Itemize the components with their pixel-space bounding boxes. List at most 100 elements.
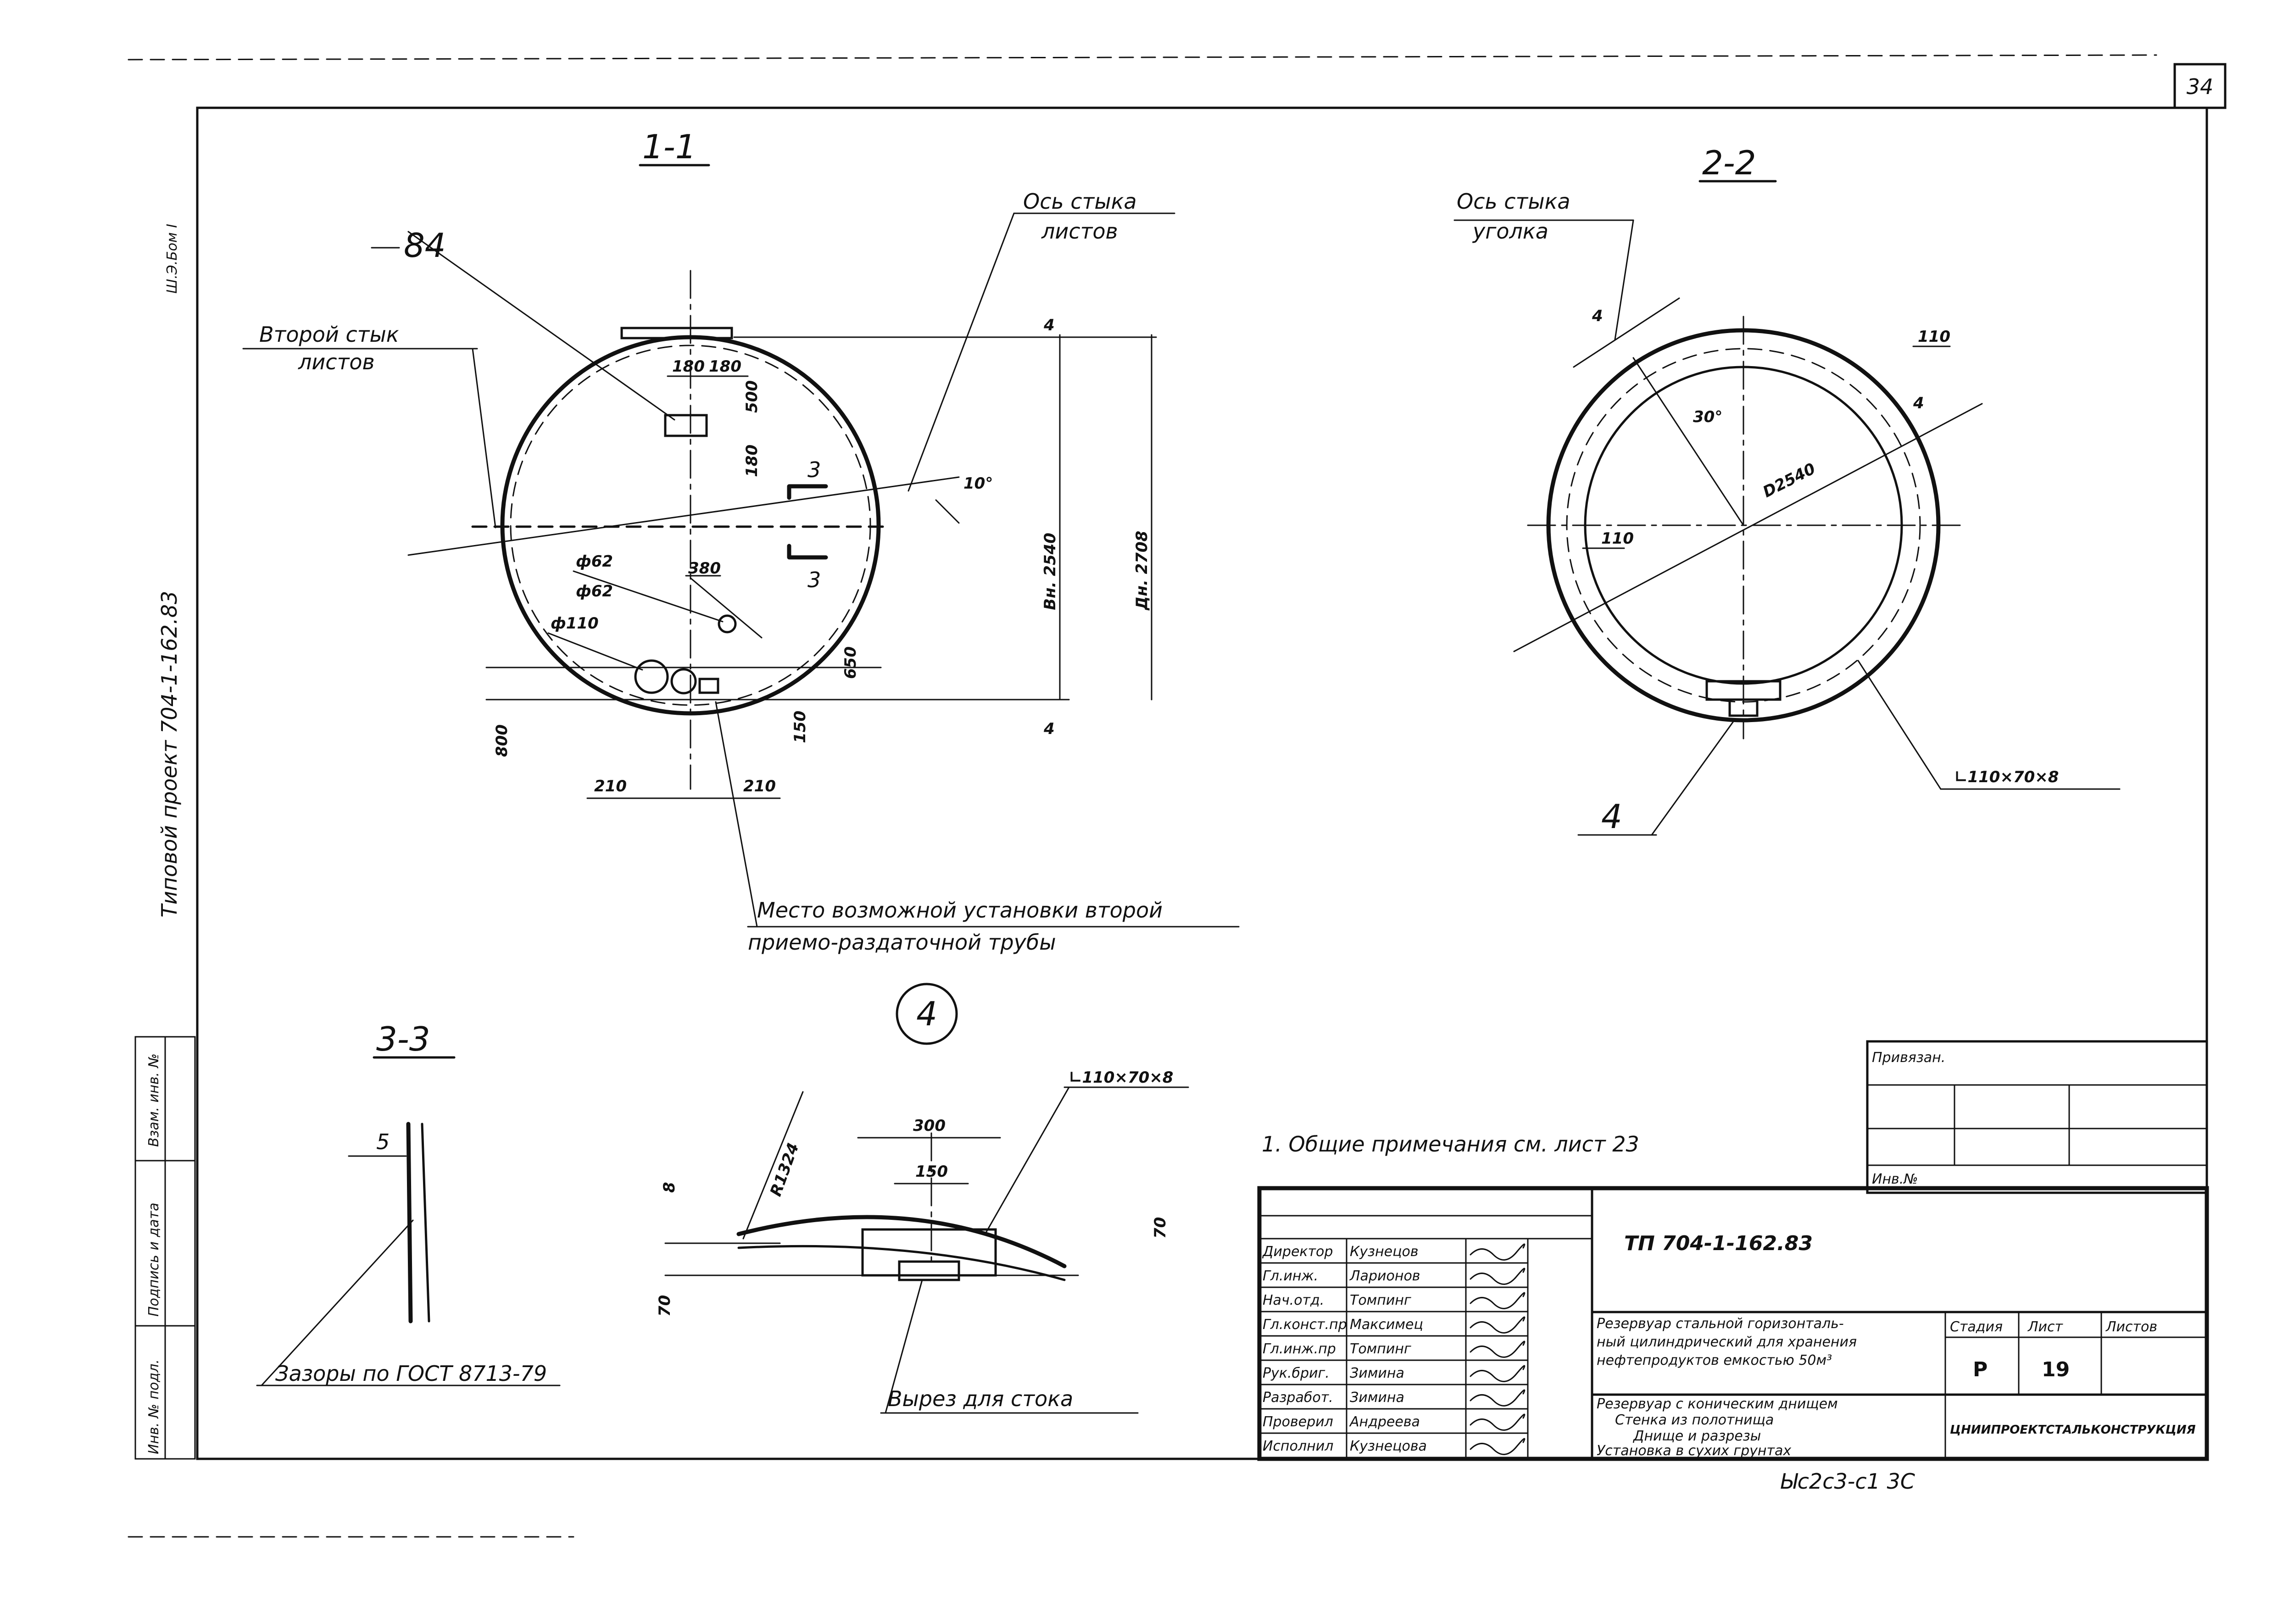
section-3-3: 3-3 5 Зазоры по ГОСТ 8713-79 xyxy=(256,1020,561,1386)
name-cell: Максимец xyxy=(1350,1317,1423,1333)
drain-notch xyxy=(898,1260,960,1281)
svg-text:180: 180 xyxy=(672,357,705,376)
page-number: 34 xyxy=(2187,74,2214,99)
angle-10: 10° xyxy=(963,474,993,493)
role-cell: Директор xyxy=(1262,1244,1333,1260)
angle-profile-label: ∟110×70×8 xyxy=(1954,768,2059,786)
section-1-1-title: 1-1 xyxy=(642,128,696,166)
drawing-frame xyxy=(196,106,2208,1460)
leader-4: 4 xyxy=(1601,797,1622,836)
name-cell: Ларионов xyxy=(1349,1268,1420,1284)
sheet-line-4: Установка в сухих грунтах xyxy=(1597,1443,1791,1459)
top-plate xyxy=(620,327,733,339)
nozzle-110 xyxy=(634,659,669,694)
role-cell: Рук.бриг. xyxy=(1263,1365,1330,1381)
section-1-1: 1-1 3 3 84 Второй стык листов Ось стыка … xyxy=(242,128,1240,955)
svg-text:4: 4 xyxy=(1913,394,1924,412)
svg-text:150: 150 xyxy=(791,711,809,743)
joint-axis-line xyxy=(407,476,960,556)
install-note-2: приемо-раздаточной трубы xyxy=(748,930,1056,955)
page-number-box xyxy=(2173,63,2227,109)
name-cell: Зимина xyxy=(1350,1365,1404,1381)
sheet-line-2: Стенка из полотнища xyxy=(1615,1412,1774,1428)
side-project-label: Типовой проект 704-1-162.83 xyxy=(157,591,182,918)
svg-text:180: 180 xyxy=(743,445,761,477)
nozzle-62 xyxy=(718,614,737,634)
sheet-number: 19 xyxy=(2042,1358,2070,1381)
signature-mark xyxy=(1470,1365,1526,1382)
section-3-3-title: 3-3 xyxy=(376,1020,430,1058)
nozzle-62-b xyxy=(670,668,697,695)
svg-text:∟110×70×8: ∟110×70×8 xyxy=(1069,1068,1173,1087)
signature-mark xyxy=(1470,1243,1526,1261)
signature-mark xyxy=(1470,1316,1526,1334)
svg-text:380: 380 xyxy=(688,559,721,578)
svg-text:Дн. 2708: Дн. 2708 xyxy=(1133,531,1151,611)
detail-cutout: 300 150 R1324 8 70 70 ∟110×70×8 Вырез дл… xyxy=(656,1068,1189,1414)
svg-text:ф62: ф62 xyxy=(576,552,613,571)
svg-text:4: 4 xyxy=(1043,316,1055,334)
svg-text:4: 4 xyxy=(1043,720,1055,738)
angle-joint-label-2: уголка xyxy=(1472,219,1548,244)
role-cell: Исполнил xyxy=(1263,1438,1333,1454)
svg-text:110: 110 xyxy=(1601,529,1634,548)
sheet-line-3: Днище и разрезы xyxy=(1632,1428,1761,1444)
svg-text:500: 500 xyxy=(743,380,761,413)
name-cell: Кузнецов xyxy=(1350,1244,1419,1260)
left-strip-sign-date: Подпись и дата xyxy=(146,1203,162,1317)
role-cell: Нач.отд. xyxy=(1263,1292,1324,1308)
stage-value: Р xyxy=(1973,1358,1988,1381)
svg-text:180: 180 xyxy=(709,357,741,376)
side-project-label-2: Ш.Э.Бом І xyxy=(164,224,180,294)
left-strip-vzam-inv: Взам. инв. № xyxy=(146,1053,162,1147)
second-joint-label-1: Второй стык xyxy=(259,322,399,347)
svg-text:70: 70 xyxy=(1151,1217,1169,1239)
name-cell: Томпинг xyxy=(1350,1341,1411,1357)
install-note-1: Место возможной установки второй xyxy=(757,898,1163,923)
name-cell: Томпинг xyxy=(1350,1292,1411,1308)
shell-arc xyxy=(736,1215,1067,1268)
desc-line-3: нефтепродуктов емкостью 50м³ xyxy=(1597,1352,1832,1368)
cutout-note: Вырез для стока xyxy=(888,1386,1073,1411)
svg-text:300: 300 xyxy=(913,1117,946,1135)
svg-text:210: 210 xyxy=(594,777,627,795)
drain-cut xyxy=(698,678,719,694)
diameter-line xyxy=(1513,403,1983,652)
left-strip-inv-podl: Инв. № подл. xyxy=(146,1359,162,1454)
angle-joint-label-1: Ось стыка xyxy=(1457,189,1570,214)
section-mark-3-label: 3 xyxy=(807,457,821,482)
signature-mark xyxy=(1470,1389,1526,1407)
general-note: 1. Общие примечания см. лист 23 xyxy=(1262,1132,1639,1157)
organization: ЦНИИПРОЕКТСТАЛЬКОНСТРУКЦИЯ xyxy=(1950,1423,2196,1437)
manhole-84 xyxy=(664,414,708,437)
svg-text:8: 8 xyxy=(660,1182,679,1193)
svg-text:4: 4 xyxy=(916,995,937,1033)
svg-text:110: 110 xyxy=(1918,328,1950,346)
section-2-2: 2-2 Ось стыка уголка 4 30° D2540 110 4 1… xyxy=(1453,144,2121,836)
svg-text:3: 3 xyxy=(807,567,821,592)
signature-mark xyxy=(1470,1340,1526,1358)
inv-label: Инв.№ xyxy=(1872,1171,1918,1187)
role-cell: Гл.инж.пр xyxy=(1263,1341,1336,1357)
gap-note: Зазоры по ГОСТ 8713-79 xyxy=(275,1361,547,1386)
binding-label: Привязан. xyxy=(1872,1050,1945,1066)
signature-mark xyxy=(1470,1268,1526,1285)
desc-line-1: Резервуар стальной горизонталь- xyxy=(1597,1316,1844,1332)
svg-text:800: 800 xyxy=(493,724,511,757)
name-cell: Зимина xyxy=(1350,1390,1404,1406)
sheet-joint-label-1: Ось стыка xyxy=(1023,189,1137,214)
circle-mark xyxy=(896,983,958,1045)
role-cell: Разработ. xyxy=(1263,1390,1333,1406)
role-cell: Проверил xyxy=(1263,1414,1333,1430)
sheet-header: Лист xyxy=(2027,1319,2064,1335)
binding-block: Привязан. Инв.№ xyxy=(1866,1040,2208,1194)
stamp-note: Ыс2с3-с1 3С xyxy=(1780,1469,1915,1494)
scan-top-edge xyxy=(128,54,2157,61)
sheets-header: Листов xyxy=(2105,1319,2157,1335)
svg-text:ф62: ф62 xyxy=(576,582,613,601)
label-84: 84 xyxy=(404,226,446,265)
role-cell: Гл.инж. xyxy=(1263,1268,1318,1284)
